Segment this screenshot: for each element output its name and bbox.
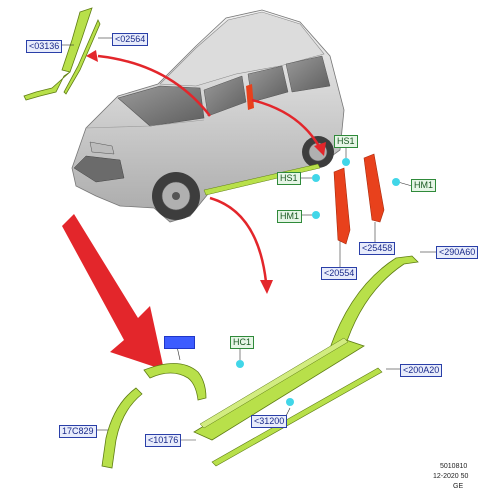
lower-body-mouldings [101,255,419,469]
red-pointer-arrows [62,50,326,370]
clip-hm1-right [392,178,400,186]
drawing-date: 12-2020 50 [433,473,469,480]
callout-17c829[interactable]: 17C829 [59,425,97,438]
callout-02564[interactable]: <02564 [112,33,149,46]
car-illustration [71,9,345,223]
drawing-code: 5010810 [440,463,468,470]
callout-31200[interactable]: <31200 [251,415,288,428]
callout-20554[interactable]: <20554 [321,267,358,280]
callout-hs1-top[interactable]: HS1 [334,135,358,148]
callout-hm1-left[interactable]: HM1 [277,210,303,223]
clip-31200 [286,398,294,406]
drawing-region: GE [453,483,464,490]
clip-hc1 [236,360,244,368]
clip-hm1-left [312,211,320,219]
callout-10176[interactable]: <10176 [145,434,182,447]
callout-hc1[interactable]: HC1 [230,336,255,349]
pillar-trim-parts [312,153,400,245]
callout-hm1-right[interactable]: HM1 [411,179,437,192]
callout-25458[interactable]: <25458 [359,242,396,255]
callout-200a20[interactable]: <200A20 [400,364,443,377]
clip-hs1-left [312,174,320,182]
callout-03136[interactable]: <03136 [26,40,63,53]
windshield-moulding-strips [23,7,101,101]
callout-16038[interactable]: 16038 [164,336,196,349]
callout-hs1-left[interactable]: HS1 [277,172,301,185]
clip-hs1-top [342,158,350,166]
callout-290a60[interactable]: <290A60 [436,246,479,259]
